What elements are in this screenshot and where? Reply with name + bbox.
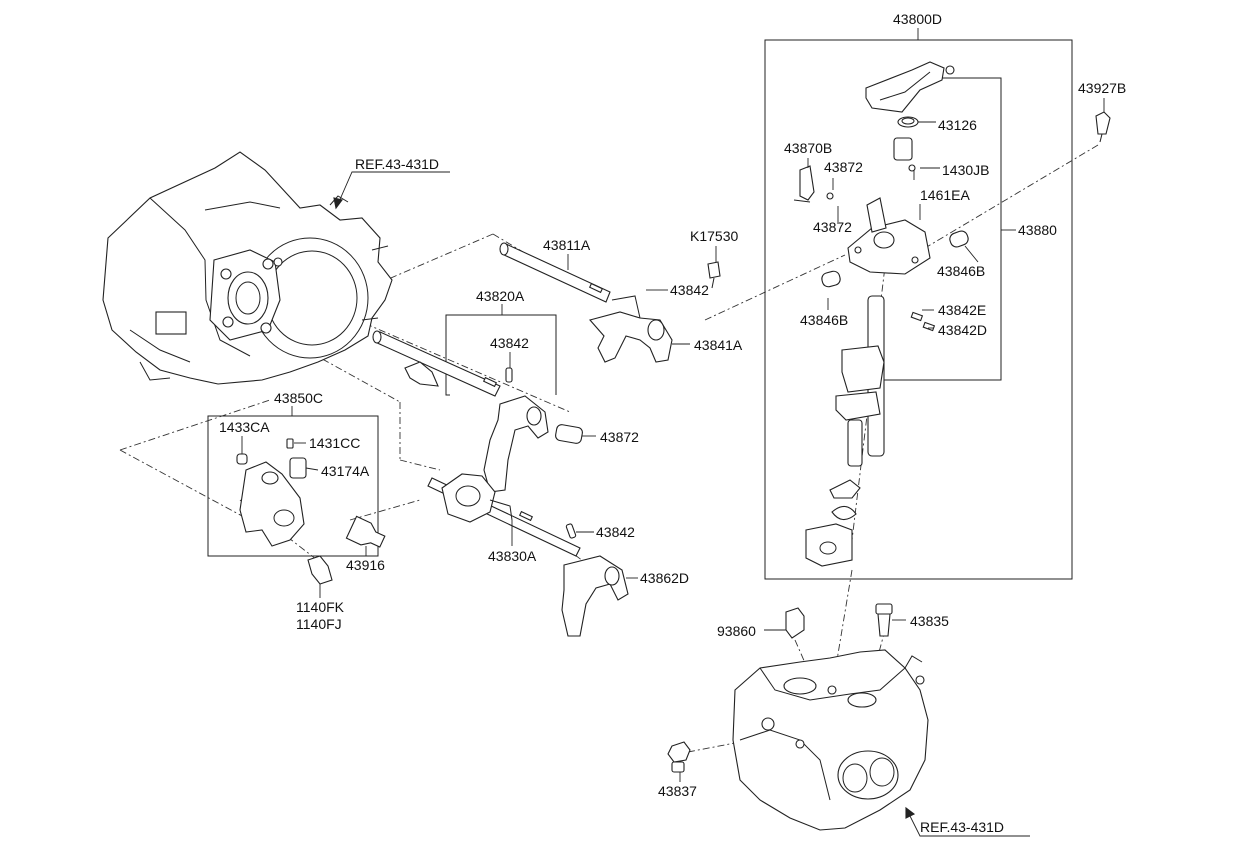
- label-43837: 43837: [658, 783, 697, 799]
- label-43846B-left: 43846B: [800, 312, 848, 328]
- leader-lines: [241, 28, 1105, 837]
- label-1140FK: 1140FK: [296, 599, 345, 615]
- label-93860: 93860: [717, 623, 756, 639]
- label-43846B-right: 43846B: [937, 263, 985, 279]
- shift-fork-43841A: [589, 289, 673, 363]
- label-43850C: 43850C: [274, 390, 323, 406]
- shift-rail-43820A: [372, 330, 501, 397]
- bracket-assembly-43850C: [236, 438, 386, 585]
- label-43842-upper: 43842: [670, 282, 709, 298]
- label-43870B: 43870B: [784, 140, 832, 156]
- label-43916: 43916: [346, 557, 385, 573]
- shift-fork-43820A: [483, 367, 583, 493]
- label-43126: 43126: [938, 117, 977, 133]
- label-43820A: 43820A: [476, 288, 525, 304]
- label-43835: 43835: [910, 613, 949, 629]
- label-1461EA: 1461EA: [920, 187, 970, 203]
- label-1433CA: 1433CA: [219, 419, 270, 435]
- label-43872-fork: 43872: [600, 429, 639, 445]
- assembly-box-43800D: [764, 39, 1073, 580]
- label-1430JB: 1430JB: [942, 162, 989, 178]
- label-43842E: 43842E: [938, 302, 986, 318]
- label-43800D: 43800D: [893, 11, 942, 27]
- bracket-43880: [875, 77, 1002, 381]
- label-K17530: K17530: [690, 228, 738, 244]
- shift-fork-43862D: [561, 523, 629, 637]
- shift-rail-43830A: [427, 473, 581, 557]
- label-43842-middle: 43842: [490, 335, 529, 351]
- label-43872-top: 43872: [824, 159, 863, 175]
- shift-rail-43811A: [499, 242, 611, 303]
- label-43872-mid: 43872: [813, 219, 852, 235]
- transmission-case-left: [102, 151, 393, 385]
- ref-label-bottom[interactable]: REF.43-431D: [920, 819, 1004, 835]
- label-43842-lower: 43842: [596, 524, 635, 540]
- label-43174A: 43174A: [321, 463, 370, 479]
- assembly-box-43850C: [207, 415, 379, 557]
- label-43927B: 43927B: [1078, 80, 1126, 96]
- label-43830A: 43830A: [488, 548, 537, 564]
- ref-label-top[interactable]: REF.43-431D: [355, 156, 439, 172]
- part-labels: 43800D 43927B 43126 43870B 43872 1430JB …: [219, 11, 1126, 835]
- loose-parts: [667, 111, 1111, 773]
- shift-lever-assembly: [793, 61, 969, 567]
- label-1431CC: 1431CC: [309, 435, 360, 451]
- label-43811A: 43811A: [543, 237, 591, 253]
- label-1140FJ: 1140FJ: [296, 616, 342, 632]
- label-43841A: 43841A: [694, 337, 743, 353]
- label-43862D: 43862D: [640, 570, 689, 586]
- bracket-43820A: [445, 314, 557, 396]
- transmission-case-right: [732, 649, 929, 831]
- label-43880: 43880: [1018, 222, 1057, 238]
- label-43842D: 43842D: [938, 322, 987, 338]
